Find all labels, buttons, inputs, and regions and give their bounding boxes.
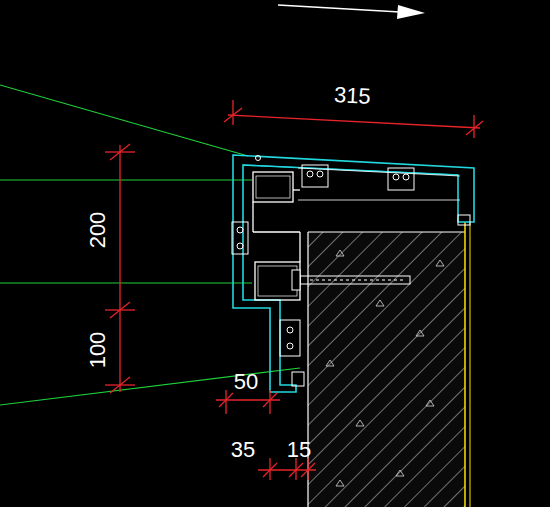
dimension-text: 100 xyxy=(87,332,109,369)
dimension-text: 315 xyxy=(333,84,371,108)
dimension-text: 50 xyxy=(234,371,258,393)
dimension-text: 15 xyxy=(287,439,311,461)
dimension-text: 200 xyxy=(87,212,109,249)
dimension-text: 35 xyxy=(231,439,255,461)
